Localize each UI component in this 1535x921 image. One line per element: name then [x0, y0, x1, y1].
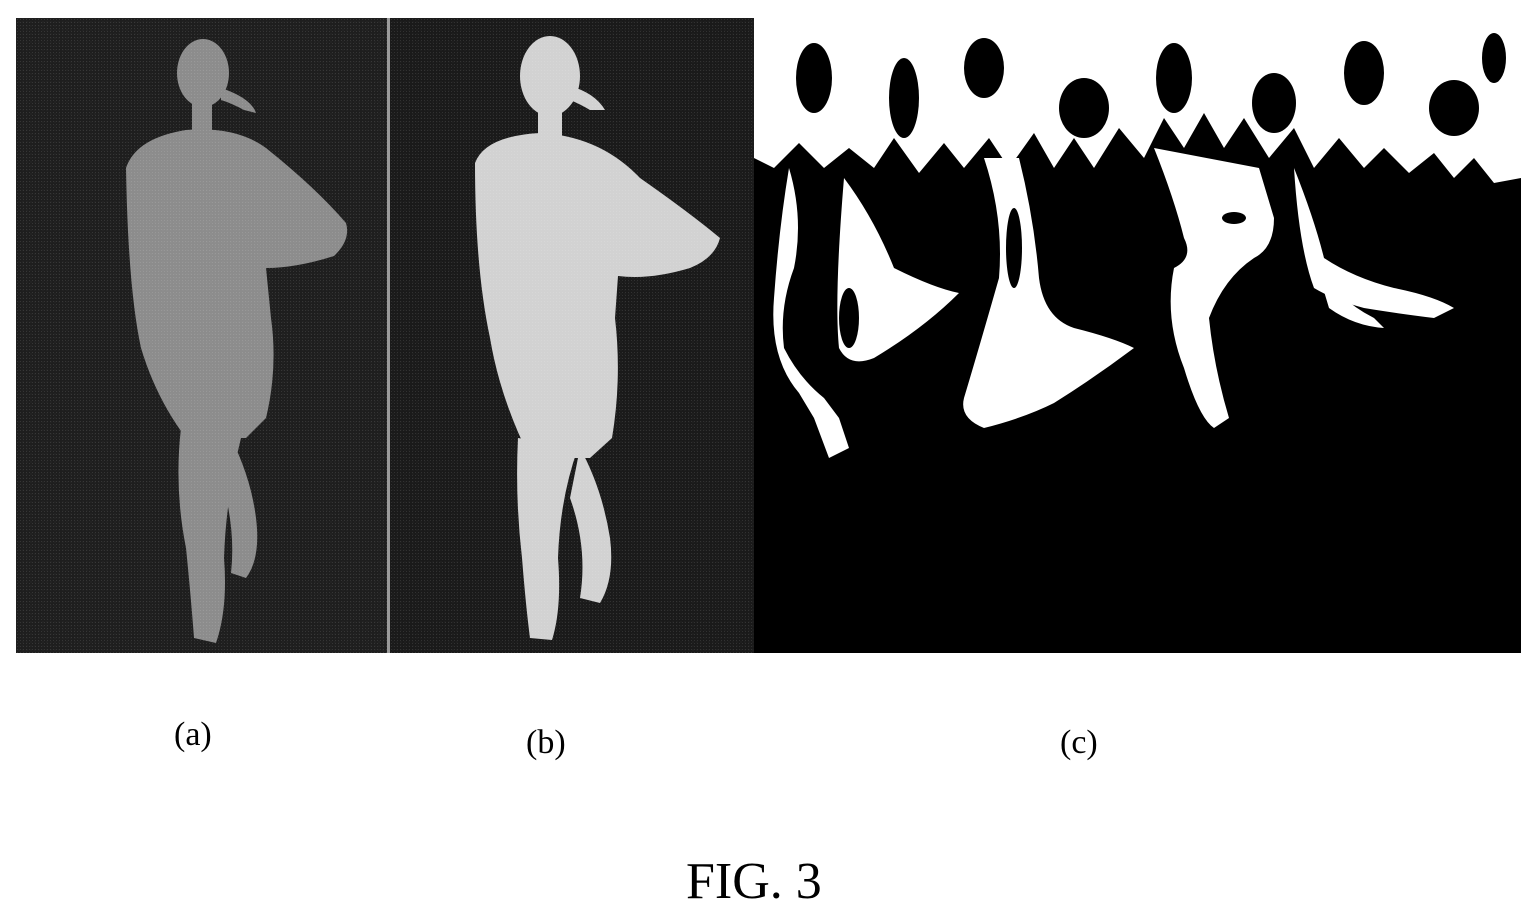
panel-a-silhouette: [16, 18, 387, 653]
caption-c: (c): [1060, 726, 1098, 760]
panel-b-silhouette: [390, 18, 754, 653]
panel-a-image: [16, 18, 387, 653]
panel-c-mask: [754, 18, 1521, 653]
panel-b-image: [390, 18, 754, 653]
caption-b: (b): [526, 726, 566, 760]
caption-a: (a): [174, 718, 212, 752]
figure-title: FIG. 3: [686, 856, 822, 908]
panel-c-image: [754, 18, 1521, 653]
